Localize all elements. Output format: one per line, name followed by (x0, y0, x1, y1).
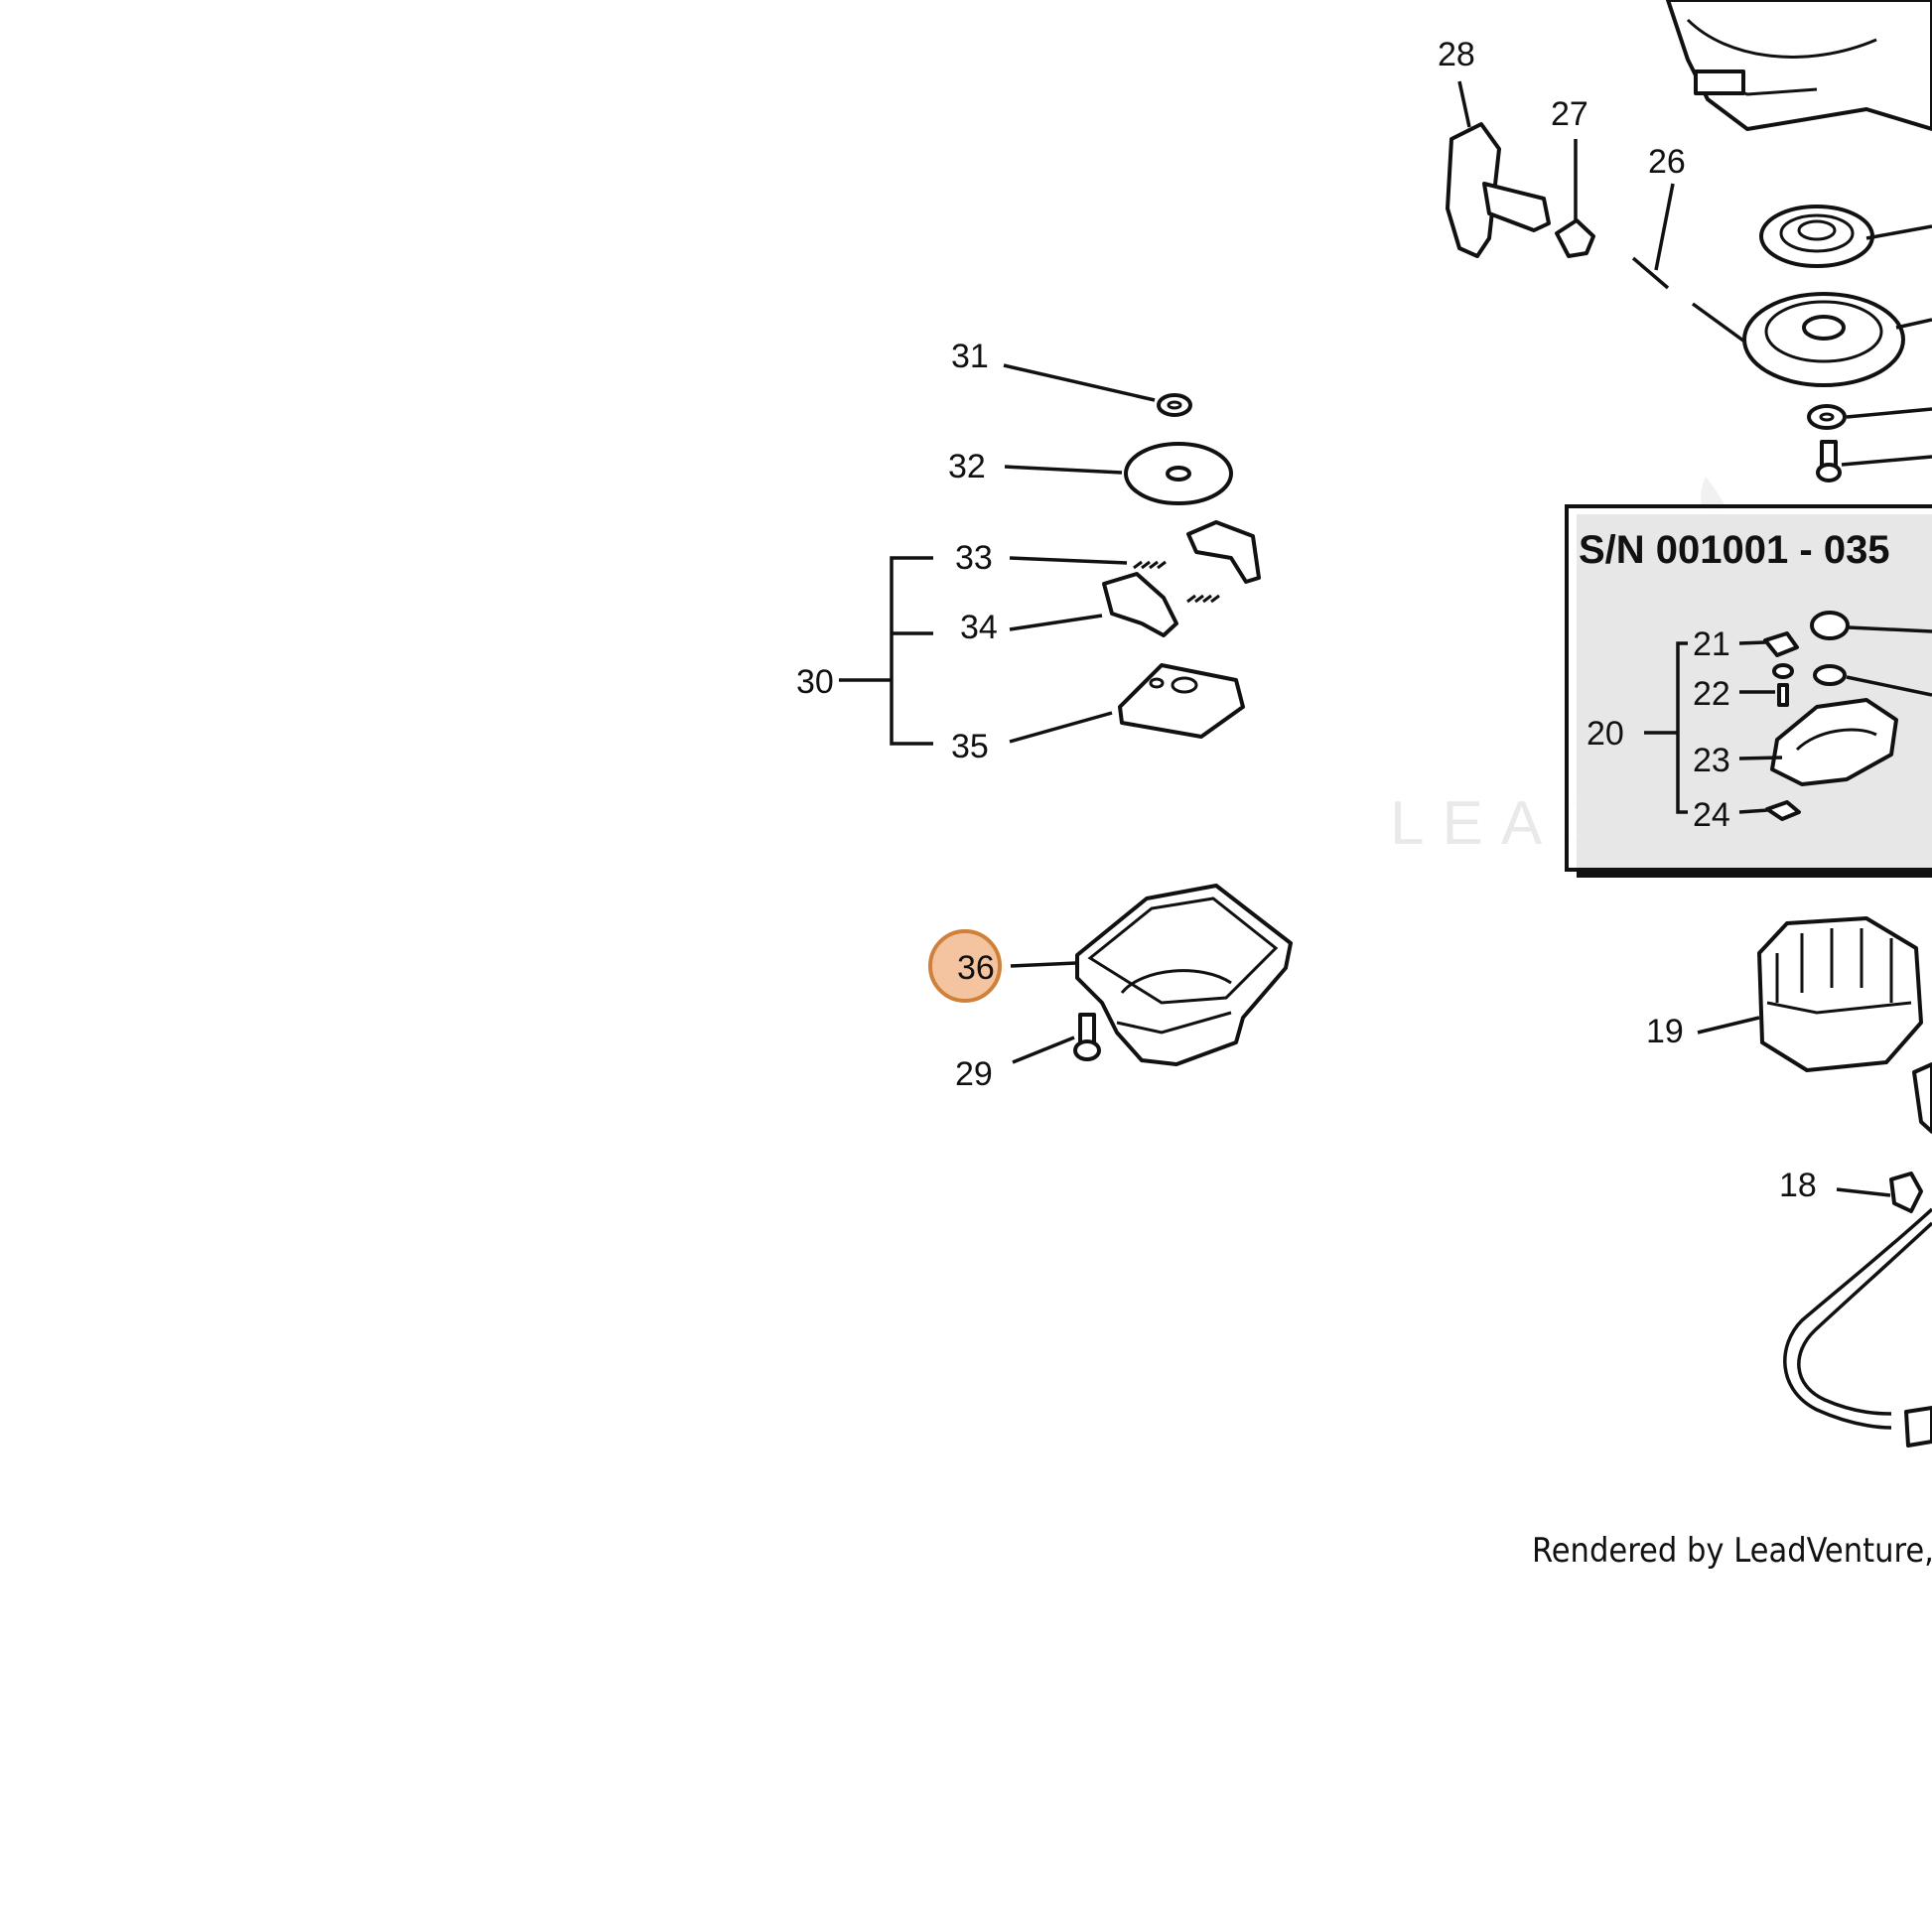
callout-labels: 28 27 26 31 32 33 34 30 35 29 21 22 20 2… (796, 36, 1817, 1204)
part-28-starter-handle[interactable] (1446, 122, 1551, 258)
part-small-screw[interactable] (1816, 440, 1842, 483)
part-36-clutch-housing[interactable] (1075, 884, 1293, 1066)
callout-20[interactable]: 20 (1587, 715, 1624, 753)
callout-27[interactable]: 27 (1551, 95, 1588, 133)
part-27-knob[interactable] (1555, 218, 1595, 258)
callout-24[interactable]: 24 (1693, 796, 1730, 834)
callout-26[interactable]: 26 (1648, 143, 1686, 181)
part-31-washer[interactable] (1157, 393, 1192, 417)
serial-number-box: S/N 001001 - 035 (1565, 504, 1932, 878)
part-19-fan[interactable] (1757, 916, 1923, 1072)
part-spring[interactable] (1759, 205, 1874, 268)
leader-lines-box (1644, 625, 1932, 814)
part-26-rope[interactable] (1631, 256, 1749, 345)
callout-30[interactable]: 30 (796, 663, 834, 701)
leader-lines-left (839, 363, 1156, 1064)
callout-33[interactable]: 33 (955, 539, 993, 577)
part-18-clip[interactable] (1889, 1172, 1923, 1213)
part-34-clutch-shoe[interactable] (1102, 572, 1178, 637)
callout-22[interactable]: 22 (1693, 675, 1730, 713)
callout-21[interactable]: 21 (1693, 625, 1730, 663)
callout-34[interactable]: 34 (960, 609, 998, 646)
part-29-screw[interactable] (1073, 1013, 1101, 1061)
callout-35[interactable]: 35 (951, 728, 989, 765)
callout-18[interactable]: 18 (1779, 1167, 1817, 1204)
callout-28[interactable]: 28 (1438, 36, 1475, 73)
callout-36[interactable]: 36 (957, 949, 995, 987)
callout-36-highlighted[interactable]: 36 (928, 929, 1002, 1003)
part-21-nut[interactable] (1810, 611, 1850, 640)
callout-23[interactable]: 23 (1693, 742, 1730, 779)
part-cable[interactable] (1783, 1207, 1932, 1448)
callout-29[interactable]: 29 (955, 1055, 993, 1093)
part-20-small-pin[interactable] (1763, 631, 1799, 707)
part-small-washer[interactable] (1807, 404, 1847, 430)
part-33-clutch-spring[interactable] (1133, 520, 1261, 604)
rendered-by-footer: Rendered by LeadVenture, Inc (1532, 1531, 1932, 1571)
part-pulley[interactable] (1742, 292, 1905, 387)
part-22-washer[interactable] (1813, 664, 1847, 686)
part-19-side[interactable] (1912, 1062, 1932, 1134)
leader-lines-right-bottom (1697, 1016, 1891, 1197)
callout-19[interactable]: 19 (1646, 1013, 1684, 1050)
part-32-plate[interactable] (1124, 442, 1233, 505)
part-23-ratchet[interactable] (1770, 698, 1898, 786)
callout-31[interactable]: 31 (951, 338, 989, 375)
callout-32[interactable]: 32 (948, 448, 986, 485)
leader-lines-right-top (1457, 80, 1932, 467)
part-24-clip[interactable] (1765, 800, 1801, 821)
part-35-plate[interactable] (1118, 663, 1245, 739)
serial-box-title: S/N 001001 - 035 (1579, 528, 1890, 572)
part-recoil-housing[interactable] (1666, 0, 1932, 131)
